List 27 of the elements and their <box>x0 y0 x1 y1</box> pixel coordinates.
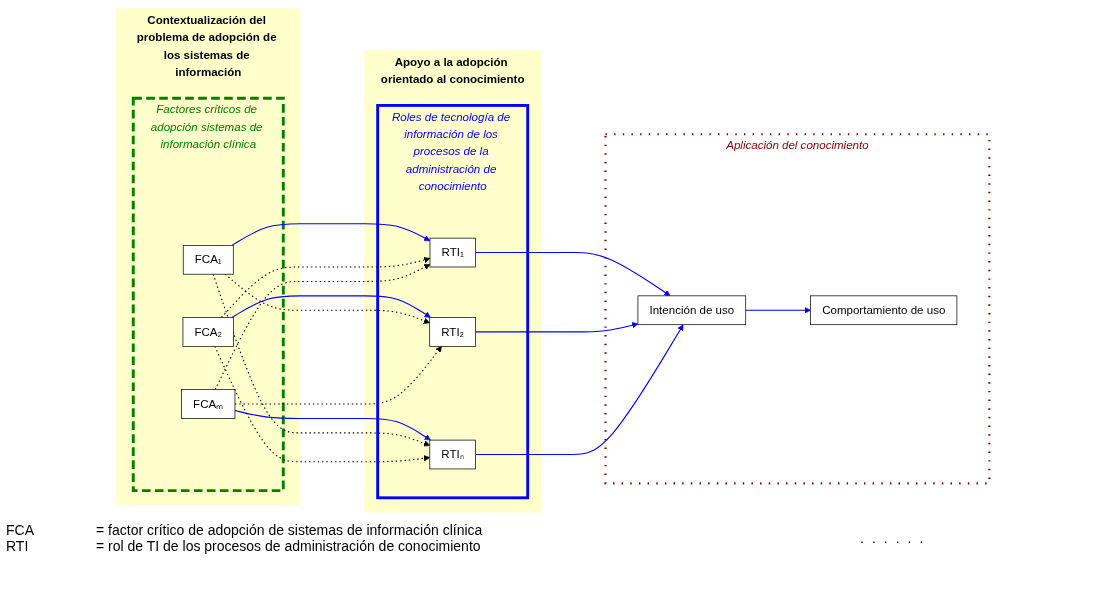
node-box: FCAₘ <box>180 388 235 419</box>
node-box: FCA₁ <box>182 244 234 275</box>
arrow <box>230 294 431 318</box>
arrow <box>474 321 638 332</box>
arrow <box>744 306 811 313</box>
arrow <box>230 222 430 246</box>
node-box: FCA₂ <box>182 316 234 347</box>
node-box: Comportamiento de uso <box>809 294 957 325</box>
node-box: RTI₁ <box>429 237 476 267</box>
node-box: RTIₙ <box>428 439 476 469</box>
arrow <box>474 251 671 296</box>
ellipsis-dot: . <box>860 530 864 546</box>
abbreviation: RTI <box>6 538 30 554</box>
definition-text: = rol de TI de los procesos de administración de conocimiento <box>96 538 481 554</box>
arrow <box>474 323 683 455</box>
ellipsis-dot: . <box>895 530 900 546</box>
ellipsis-dot: . <box>907 530 912 546</box>
ellipsis-dot: . <box>871 530 876 546</box>
ellipsis-dot: . <box>883 530 888 546</box>
node-box: RTI₂ <box>428 316 476 347</box>
abbreviation: FCA <box>6 522 35 538</box>
ellipsis-dot: . <box>919 530 924 546</box>
arrow <box>212 273 430 446</box>
arrow <box>213 345 430 462</box>
arrow <box>233 409 431 440</box>
definition-text: = factor crítico de adopción de sistemas de información clínica <box>96 522 483 538</box>
node-box: Intención de uso <box>637 294 746 325</box>
